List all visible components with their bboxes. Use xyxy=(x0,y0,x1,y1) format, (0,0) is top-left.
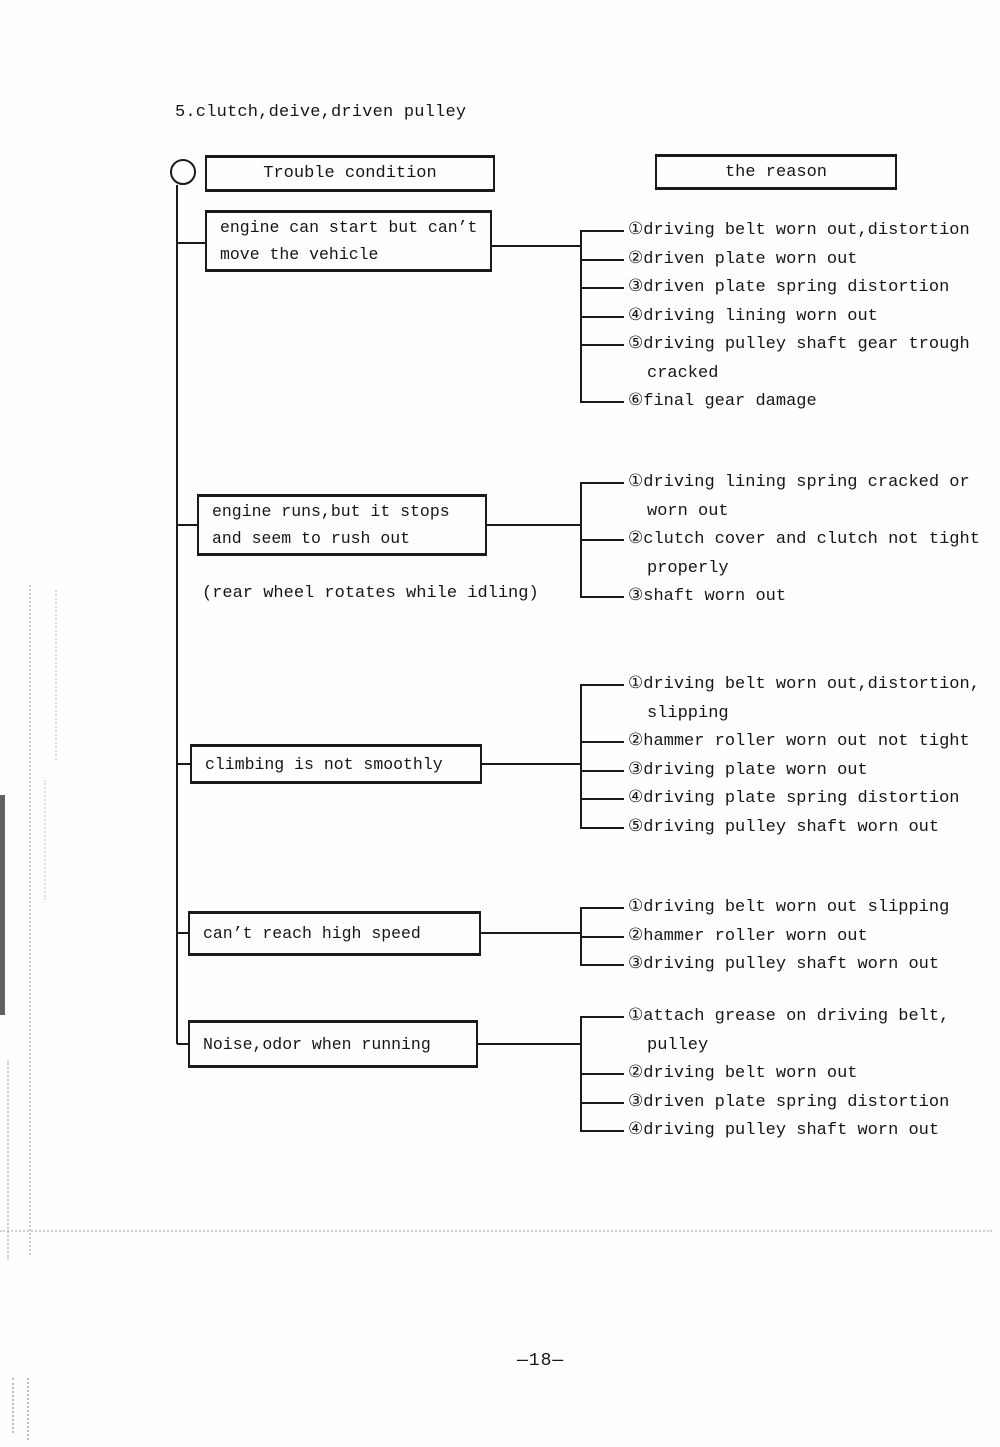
reason-item: ①driving belt worn out,distortion xyxy=(580,217,970,246)
connector-line xyxy=(479,932,580,934)
scan-artifact xyxy=(55,590,57,760)
connector-line xyxy=(476,1043,580,1045)
reason-item-continuation: cracked xyxy=(647,363,719,383)
connector-line xyxy=(177,1043,188,1045)
scan-artifact xyxy=(27,1378,29,1440)
reason-item: ③shaft worn out xyxy=(580,583,980,612)
connector-line xyxy=(177,524,197,526)
reason-item: ⑤driving pulley shaft gear trough xyxy=(580,331,970,360)
header-trouble-condition: Trouble condition xyxy=(205,155,495,192)
condition-text: and seem to rush out xyxy=(212,529,411,548)
header-the-reason: the reason xyxy=(655,154,897,190)
condition-text: can’t reach high speed xyxy=(203,924,421,943)
reason-item: ⑤driving pulley shaft worn out xyxy=(580,814,980,843)
connector-line xyxy=(490,245,581,247)
reason-item: ④driving pulley shaft worn out xyxy=(579,1117,949,1146)
flow-start-node xyxy=(170,159,196,185)
connector-line xyxy=(485,524,581,526)
reason-item: ②hammer roller worn out not tight xyxy=(580,728,980,757)
scan-artifact xyxy=(0,1230,992,1232)
condition-box: climbing is not smoothly xyxy=(190,744,482,784)
connector-line xyxy=(177,932,188,934)
reason-item: ①driving lining spring cracked or xyxy=(580,469,980,498)
reason-item: ①attach grease on driving belt, xyxy=(579,1003,949,1032)
reason-item: ④driving lining worn out xyxy=(580,303,970,332)
header-label: Trouble condition xyxy=(263,164,437,183)
condition-box: engine runs,but it stops and seem to rus… xyxy=(197,494,487,556)
reason-item: ③driven plate spring distortion xyxy=(579,1089,949,1118)
reason-item: ①driving belt worn out slipping xyxy=(579,894,949,923)
reason-item: ④driving plate spring distortion xyxy=(580,785,980,814)
page-number: —18— xyxy=(517,1351,565,1371)
connector-line xyxy=(177,763,190,765)
connector-line xyxy=(177,242,205,244)
header-label: the reason xyxy=(724,162,828,182)
condition-text: Noise,odor when running xyxy=(203,1034,431,1054)
scan-artifact xyxy=(44,780,46,900)
reason-item-continuation: slipping xyxy=(647,703,729,723)
scan-artifact xyxy=(0,795,5,1015)
reason-item: ③driven plate spring distortion xyxy=(580,274,970,303)
reason-item-continuation: worn out xyxy=(647,501,729,521)
reason-item-continuation: pulley xyxy=(647,1035,709,1055)
reason-item: ②driven plate worn out xyxy=(580,246,970,275)
condition-box: engine can start but can’t move the vehi… xyxy=(205,210,492,272)
condition-box: Noise,odor when running xyxy=(188,1020,478,1068)
reason-item: ②clutch cover and clutch not tight xyxy=(580,526,980,555)
condition-note: (rear wheel rotates while idling) xyxy=(202,584,539,603)
reason-item: ③driving plate worn out xyxy=(580,757,980,786)
condition-text: move the vehicle xyxy=(220,245,379,264)
scan-artifact xyxy=(7,1060,9,1260)
condition-text: engine runs,but it stops xyxy=(212,502,450,521)
reason-item: ③driving pulley shaft worn out xyxy=(579,951,949,980)
reason-item: ②hammer roller worn out xyxy=(579,923,949,952)
reason-list: ①driving lining spring cracked or worn ou… xyxy=(580,469,980,612)
condition-text: engine can start but can’t xyxy=(220,218,478,237)
scan-artifact xyxy=(29,585,31,1255)
scan-artifact xyxy=(12,1378,14,1433)
reason-item: ②driving belt worn out xyxy=(579,1060,949,1089)
page-title: 5.clutch,deive,driven pulley xyxy=(175,103,467,122)
reason-list: ①attach grease on driving belt, pulley ②dr… xyxy=(579,1003,949,1146)
reason-item-continuation: properly xyxy=(647,558,729,578)
condition-text: climbing is not smoothly xyxy=(205,754,443,774)
trunk-line xyxy=(176,185,178,1044)
reason-item: ①driving belt worn out,distortion, xyxy=(580,671,980,700)
connector-line xyxy=(480,763,580,765)
condition-box: can’t reach high speed xyxy=(188,911,481,956)
bracket-line xyxy=(580,684,582,829)
reason-item: ⑥final gear damage xyxy=(580,388,970,417)
reason-list: ①driving belt worn out,distortion, slippi… xyxy=(580,671,980,843)
